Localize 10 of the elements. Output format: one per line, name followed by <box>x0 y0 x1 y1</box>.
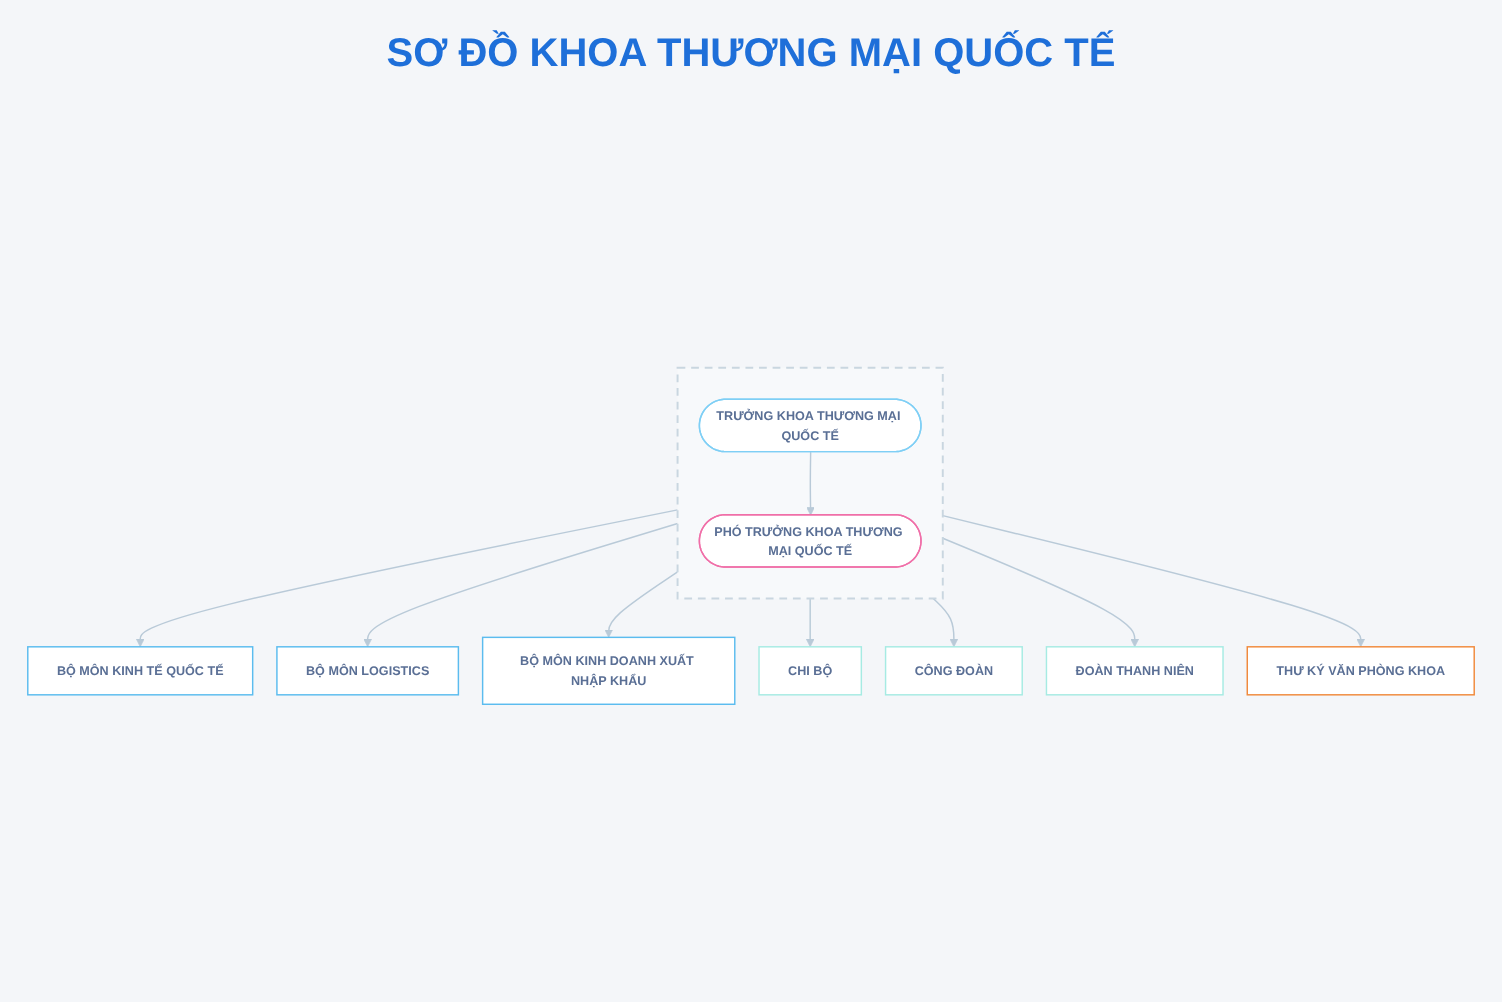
arrow <box>604 571 679 638</box>
arrow <box>135 509 679 648</box>
arrow <box>942 537 1139 648</box>
diagram-title: SƠ ĐỒ KHOA THƯƠNG MẠI QUỐC TẾ <box>386 32 1116 78</box>
arrow <box>363 522 679 648</box>
arrow <box>932 597 959 648</box>
arrow <box>942 514 1365 648</box>
arrow <box>805 597 815 648</box>
arrow <box>806 451 815 516</box>
cluster <box>676 366 944 600</box>
